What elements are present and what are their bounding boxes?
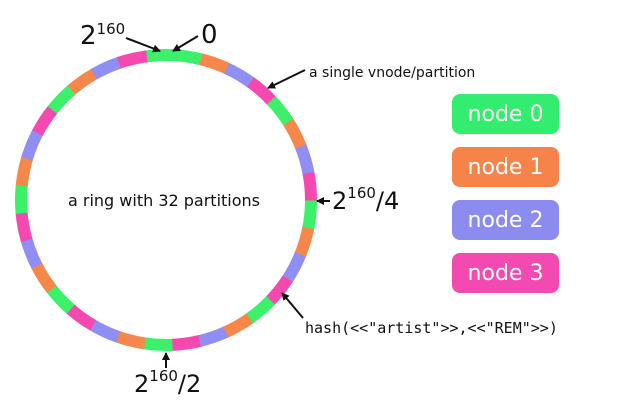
ring-partition-node-0 [302, 200, 317, 231]
ring-partition-node-2 [89, 319, 121, 343]
top-right-label: 0 [201, 20, 218, 50]
arrow-top-right [172, 35, 199, 52]
ring-partition-node-2 [282, 251, 307, 283]
ring-partition-node-1 [15, 155, 34, 187]
legend-node-3: node 3 [452, 253, 559, 293]
ring-partition-node-3 [171, 335, 202, 351]
legend-node-0: node 0 [452, 94, 559, 134]
legend-node-2: node 2 [452, 200, 559, 240]
ring-partition-node-3 [302, 171, 317, 202]
ring-partition-node-3 [117, 50, 148, 69]
ring-partition-node-0 [47, 84, 77, 114]
ring-partition-node-0 [245, 296, 275, 324]
ring-partition-node-2 [20, 237, 43, 269]
ring-partition-node-2 [90, 56, 122, 80]
ring-partition-node-1 [31, 262, 57, 293]
ring-partition-node-3 [15, 211, 33, 243]
ring-partition-node-2 [224, 62, 255, 88]
arrow-hash [281, 292, 304, 319]
ring-partitions [15, 49, 317, 351]
hash-label: hash(<<"artist">>,<<"REM">>) [305, 319, 558, 337]
ring-partition-node-0 [15, 184, 28, 214]
ring-partition-node-1 [115, 330, 146, 350]
ring-partition-node-1 [222, 313, 254, 338]
ring-partition-node-3 [246, 77, 277, 106]
ring-partition-node-0 [144, 49, 175, 63]
legend-node-1: node 1 [452, 147, 559, 187]
ring-partition-node-0 [266, 96, 294, 127]
ring-partition-node-1 [283, 118, 307, 150]
ring-partition-node-3 [65, 304, 97, 331]
ring-partition-node-2 [197, 326, 229, 348]
vnode-label: a single vnode/partition [309, 65, 475, 81]
ring-partition-node-1 [199, 53, 231, 75]
arrow-vnode [267, 69, 306, 89]
right-label: 2160/4 [332, 184, 399, 215]
ring-partition-node-1 [294, 226, 315, 258]
top-left-label: 2160 [80, 20, 125, 51]
bottom-label: 2160/2 [134, 367, 201, 398]
ring-partition-node-0 [142, 337, 173, 351]
ring-partition-node-1 [67, 68, 98, 95]
ring-partition-node-3 [32, 105, 58, 137]
ring-center-label: a ring with 32 partitions [68, 191, 260, 210]
arrow-top-left [125, 37, 161, 53]
ring-partition-node-2 [295, 144, 315, 176]
ring-partition-node-2 [21, 129, 44, 161]
ring-partition-node-0 [46, 284, 75, 314]
ring-partition-node-0 [172, 49, 204, 66]
